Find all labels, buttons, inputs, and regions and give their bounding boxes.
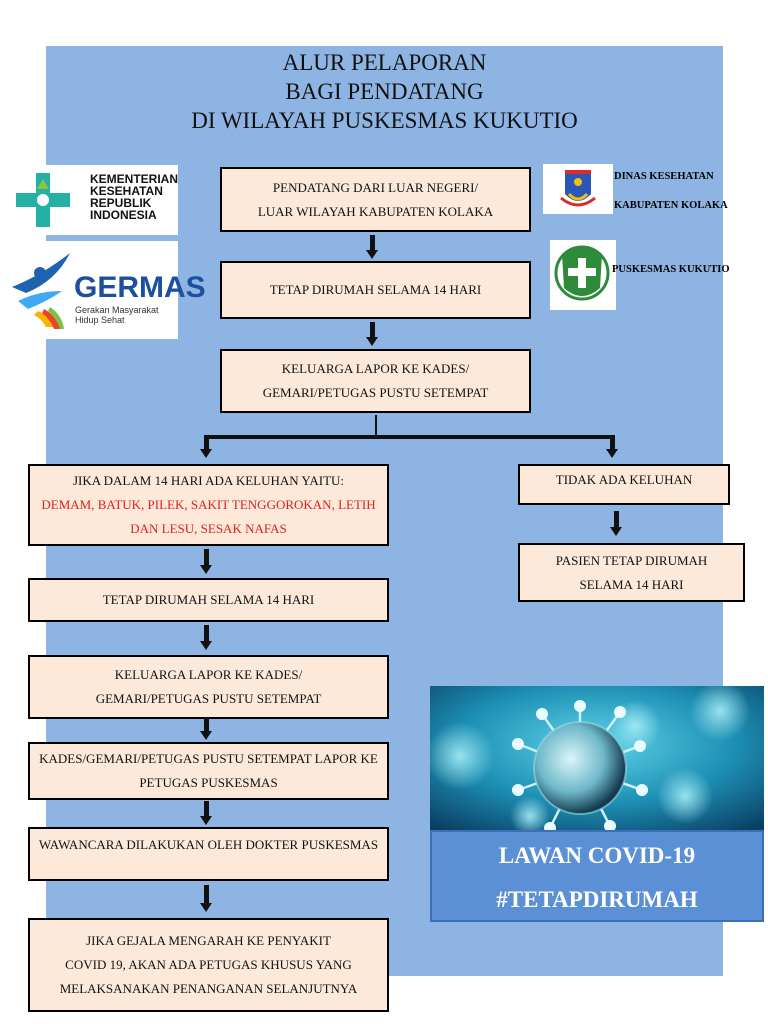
page-title: ALUR PELAPORAN BAGI PENDATANG DI WILAYAH… [46,48,723,135]
dinkes-logo [543,164,613,214]
kemenkes-line-2: KESEHATAN [90,184,163,198]
step-covid-handling: JIKA GEJALA MENGARAH KE PENYAKIT COVID 1… [28,918,389,1012]
symptom-list-line-1: DEMAM, BATUK, PILEK, SAKIT TENGGOROKAN, … [41,497,376,512]
puskesmas-logo [550,240,616,310]
arrow-down-icon [366,322,378,346]
arrow-down-icon [200,437,212,458]
step-interview: WAWANCARA DILAKUKAN OLEH DOKTER PUSKESMA… [28,827,389,881]
step-covid-handling-line-2: COVID 19, AKAN ADA PETUGAS KHUSUS YANG [65,957,352,972]
germas-logo: GERMAS Gerakan Masyarakat Hidup Sehat [8,241,206,339]
dinkes-label-1: DINAS KESEHATAN [614,171,714,182]
step-covid-handling-line-3: MELAKSANAKAN PENANGANAN SELANJUTNYA [59,981,358,996]
banner-line-1: LAWAN COVID-19 [498,843,696,868]
branch-stem [375,415,377,437]
kolaka-crest-icon [560,170,596,207]
step-stay-home: TETAP DIRUMAH SELAMA 14 HARI [220,261,531,319]
germas-figure-icon [12,253,70,329]
arrow-down-icon [200,717,212,740]
step-symptoms-line: JIKA DALAM 14 HARI ADA KELUHAN YAITU: [72,473,345,488]
germas-tagline-2: Hidup Sehat [75,315,125,325]
step-patient-home: PASIEN TETAP DIRUMAH SELAMA 14 HARI [518,543,745,602]
step-family-report: KELUARGA LAPOR KE KADES/ GEMARI/PETUGAS … [220,349,531,413]
kemenkes-emblem-icon [16,173,70,227]
puskesmas-label: PUSKESMAS KUKUTIO [612,264,730,275]
germas-tagline-1: Gerakan Masyarakat [75,305,159,315]
arrow-down-icon [200,801,212,825]
symptom-list-line-2: DAN LESU, SESAK NAFAS [130,521,287,536]
step-arrival: PENDATANG DARI LUAR NEGERI/ LUAR WILAYAH… [220,167,531,232]
step-symptoms: JIKA DALAM 14 HARI ADA KELUHAN YAITU: DE… [28,464,389,546]
kemenkes-line-1: KEMENTERIAN [90,172,179,186]
step-report-puskesmas-line-1: KADES/GEMARI/PETUGAS PUSTU SETEMPAT LAPO… [39,751,378,766]
banner-hashtag: #TETAPDIRUMAH [496,887,698,912]
step-arrival-line-2: LUAR WILAYAH KABUPATEN KOLAKA [257,203,494,219]
step-report-puskesmas-line-2: PETUGAS PUSKESMAS [139,775,278,790]
arrow-down-icon [606,437,618,458]
coronavirus-image [430,686,764,831]
kemenkes-line-3: REPUBLIK [90,196,152,210]
dinkes-label-2: KABUPATEN KOLAKA [614,200,728,211]
puskesmas-cross-icon [554,245,610,301]
step-stay-home-line: TETAP DIRUMAH SELAMA 14 HARI [269,282,482,297]
title-line-3: DI WILAYAH PUSKESMAS KUKUTIO [191,108,578,133]
germas-name: GERMAS [74,271,206,304]
step-report-puskesmas: KADES/GEMARI/PETUGAS PUSTU SETEMPAT LAPO… [28,742,389,800]
step-covid-handling-line-1: JIKA GEJALA MENGARAH KE PENYAKIT [86,933,331,948]
arrow-down-icon [200,549,212,574]
step-left-stay-home-line: TETAP DIRUMAH SELAMA 14 HARI [102,592,315,607]
step-patient-home-line-2: SELAMA 14 HARI [579,576,684,592]
step-left-family-report-line-1: KELUARGA LAPOR KE KADES/ [114,667,303,682]
arrow-down-icon [200,885,212,912]
kemenkes-line-4: INDONESIA [90,208,157,222]
step-family-report-line-2: GEMARI/PETUGAS PUSTU SETEMPAT [262,385,489,400]
step-no-symptoms-line: TIDAK ADA KELUHAN [555,471,693,487]
title-line-2: BAGI PENDATANG [285,79,484,104]
arrow-down-icon [200,625,212,650]
step-no-symptoms: TIDAK ADA KELUHAN [518,464,730,505]
title-line-1: ALUR PELAPORAN [282,50,487,75]
step-family-report-line-1: KELUARGA LAPOR KE KADES/ [281,361,470,376]
arrow-down-icon [610,511,622,536]
step-arrival-line-1: PENDATANG DARI LUAR NEGERI/ [272,179,479,195]
step-interview-line: WAWANCARA DILAKUKAN OLEH DOKTER PUSKESMA… [38,837,379,852]
step-left-stay-home: TETAP DIRUMAH SELAMA 14 HARI [28,578,389,622]
step-patient-home-line-1: PASIEN TETAP DIRUMAH [555,552,708,568]
step-left-family-report-line-2: GEMARI/PETUGAS PUSTU SETEMPAT [95,691,322,706]
arrow-down-icon [366,235,378,259]
step-left-family-report: KELUARGA LAPOR KE KADES/ GEMARI/PETUGAS … [28,655,389,719]
covid-banner: LAWAN COVID-19 #TETAPDIRUMAH [430,830,764,922]
branch-bar [204,435,615,439]
kemenkes-logo: KEMENTERIAN KESEHATAN REPUBLIK INDONESIA [8,165,178,235]
